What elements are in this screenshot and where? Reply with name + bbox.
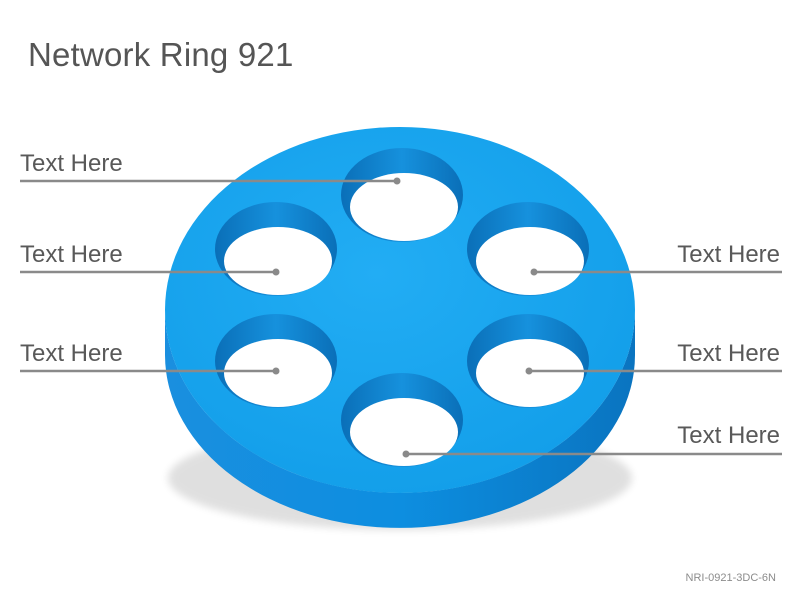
page-title: Network Ring 921 [28, 36, 294, 73]
hole-lower-left [215, 314, 337, 408]
label-upper-left: Text Here [20, 241, 123, 268]
hole-upper-left [215, 202, 337, 296]
leader-upper-right [530, 268, 782, 276]
leader-lower-left [20, 367, 280, 375]
hole-top [341, 148, 463, 242]
label-upper-right: Text Here [677, 241, 780, 268]
diagram-code: NRI-0921-3DC-6N [685, 572, 776, 584]
label-top: Text Here [20, 150, 123, 177]
label-lower-left: Text Here [20, 340, 123, 367]
hole-upper-right [467, 202, 589, 296]
leader-bottom [402, 450, 782, 458]
hole-lower-right [467, 314, 589, 408]
label-bottom: Text Here [677, 422, 780, 449]
ring-side [165, 310, 635, 528]
hole-bottom [341, 373, 463, 467]
leader-top [20, 177, 401, 185]
leader-upper-left [20, 268, 280, 276]
leader-lower-right [525, 367, 782, 375]
label-lower-right: Text Here [677, 340, 780, 367]
